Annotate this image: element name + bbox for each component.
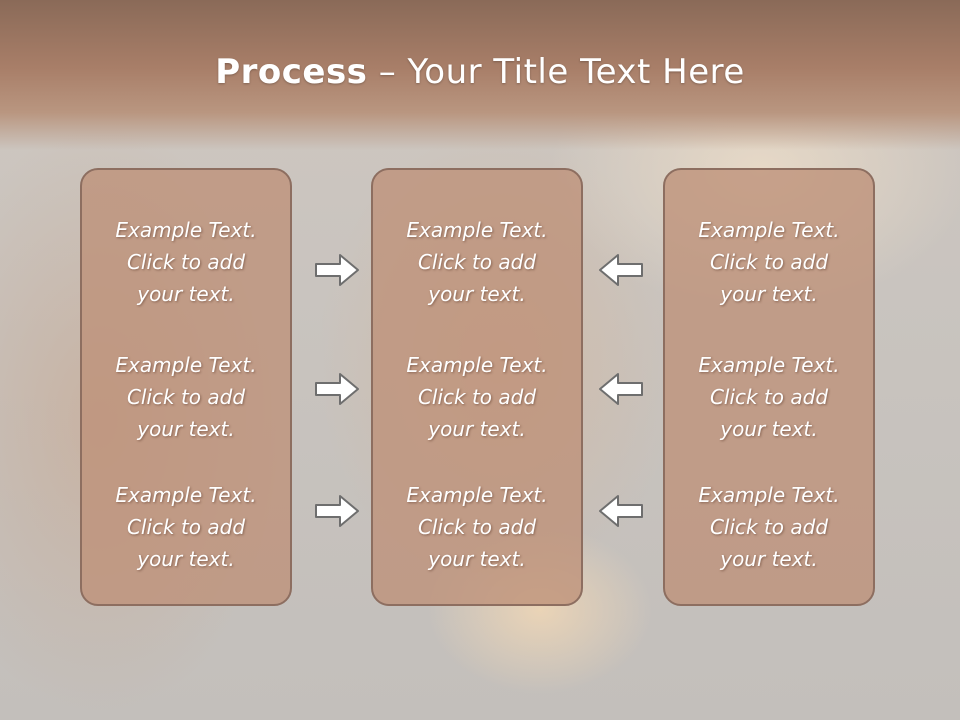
text-placeholder[interactable]: Example Text. Click to add your text. xyxy=(373,479,581,575)
text-placeholder[interactable]: Example Text. Click to add your text. xyxy=(373,349,581,445)
text-line: Click to add xyxy=(417,250,537,274)
text-line: Click to add xyxy=(126,515,246,539)
text-line: your text. xyxy=(428,547,526,571)
process-box-right[interactable]: Example Text. Click to add your text. Ex… xyxy=(663,168,875,606)
text-placeholder[interactable]: Example Text. Click to add your text. xyxy=(665,349,873,445)
text-line: your text. xyxy=(137,417,235,441)
text-line: Example Text. xyxy=(115,353,257,377)
text-line: Example Text. xyxy=(406,218,548,242)
text-line: Example Text. xyxy=(698,218,840,242)
text-line: your text. xyxy=(720,547,818,571)
text-line: Example Text. xyxy=(115,483,257,507)
left-arrow-icon xyxy=(599,495,643,527)
text-line: your text. xyxy=(720,282,818,306)
text-placeholder[interactable]: Example Text. Click to add your text. xyxy=(82,349,290,445)
text-placeholder[interactable]: Example Text. Click to add your text. xyxy=(82,214,290,310)
right-arrow-icon xyxy=(315,254,359,286)
text-placeholder[interactable]: Example Text. Click to add your text. xyxy=(82,479,290,575)
text-line: your text. xyxy=(137,282,235,306)
text-line: Click to add xyxy=(709,250,829,274)
text-line: Click to add xyxy=(709,385,829,409)
text-line: Click to add xyxy=(417,515,537,539)
process-box-center[interactable]: Example Text. Click to add your text. Ex… xyxy=(371,168,583,606)
text-line: Example Text. xyxy=(406,353,548,377)
text-placeholder[interactable]: Example Text. Click to add your text. xyxy=(665,479,873,575)
left-arrow-icon xyxy=(599,373,643,405)
slide-title[interactable]: Process – Your Title Text Here xyxy=(0,52,960,92)
text-line: Example Text. xyxy=(698,483,840,507)
text-line: your text. xyxy=(428,282,526,306)
title-banner xyxy=(0,0,960,150)
process-box-left[interactable]: Example Text. Click to add your text. Ex… xyxy=(80,168,292,606)
right-arrow-icon xyxy=(315,495,359,527)
text-line: your text. xyxy=(720,417,818,441)
text-placeholder[interactable]: Example Text. Click to add your text. xyxy=(665,214,873,310)
text-line: Click to add xyxy=(417,385,537,409)
text-placeholder[interactable]: Example Text. Click to add your text. xyxy=(373,214,581,310)
text-line: Example Text. xyxy=(406,483,548,507)
left-arrow-icon xyxy=(599,254,643,286)
title-strong: Process xyxy=(215,52,368,92)
text-line: Click to add xyxy=(126,250,246,274)
text-line: your text. xyxy=(428,417,526,441)
text-line: your text. xyxy=(137,547,235,571)
text-line: Click to add xyxy=(126,385,246,409)
text-line: Click to add xyxy=(709,515,829,539)
title-rest: – Your Title Text Here xyxy=(367,52,745,92)
text-line: Example Text. xyxy=(115,218,257,242)
right-arrow-icon xyxy=(315,373,359,405)
text-line: Example Text. xyxy=(698,353,840,377)
